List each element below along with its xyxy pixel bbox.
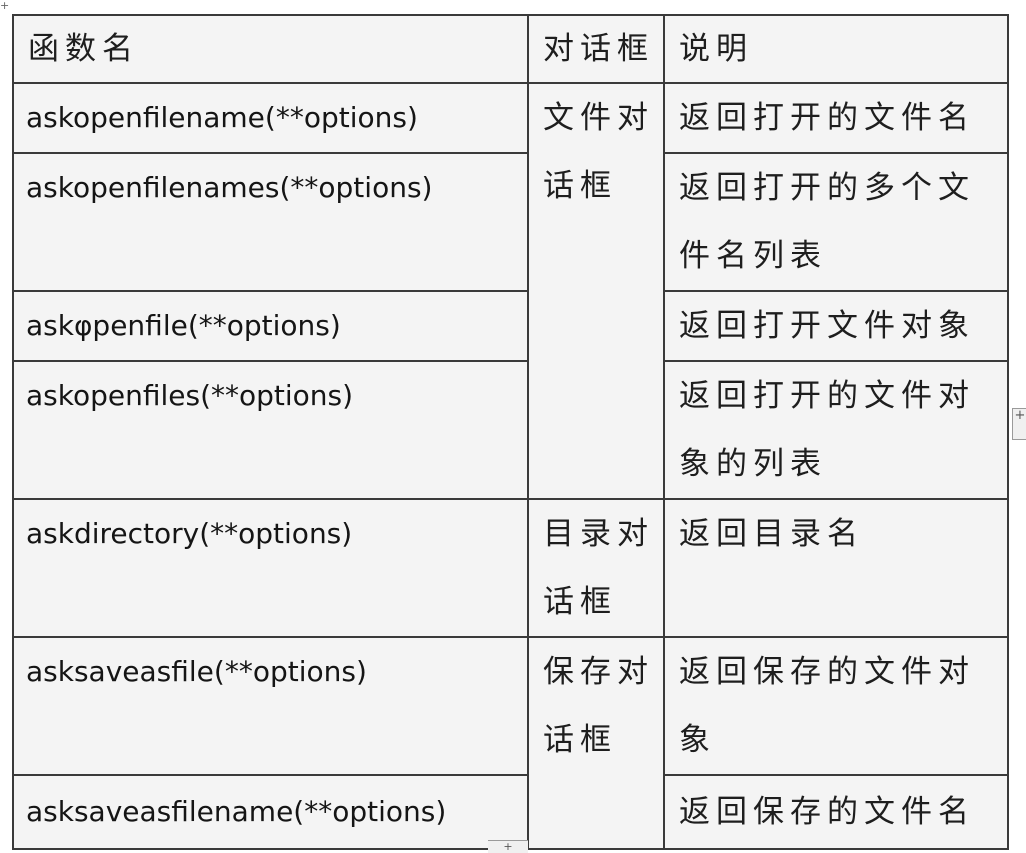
function-name-cell: askopenfilename(**options) bbox=[12, 82, 529, 154]
table-row: askφpenfile(**options) 返回打开文件对象 bbox=[12, 290, 1009, 362]
table-row: askopenfilename(**options) 文件对话框 返回打开的文件… bbox=[12, 82, 1009, 500]
function-name-cell: askopenfiles(**options) bbox=[12, 360, 529, 500]
table-row: askopenfiles(**options) 返回打开的文件对象的列表 bbox=[12, 360, 1009, 500]
function-table: 函数名 对话框 说明 askopenfilename(**options) 文件… bbox=[12, 14, 1009, 850]
header-dialog: 对话框 bbox=[527, 14, 665, 84]
description-cell: 返回打开的文件对象的列表 bbox=[663, 360, 1009, 500]
function-name-cell: askdirectory(**options) bbox=[12, 498, 529, 638]
function-name-cell: asksaveasfilename(**options) bbox=[12, 774, 529, 850]
header-description: 说明 bbox=[663, 14, 1009, 84]
table-row: asksaveasfile(**options) 保存对话框 返回保存的文件对象 bbox=[12, 636, 1009, 850]
row-insert-handle-icon[interactable]: + bbox=[1012, 408, 1026, 440]
description-cell: 返回保存的文件名 bbox=[663, 774, 1009, 850]
table-row: asksaveasfilename(**options) 返回保存的文件名 bbox=[12, 774, 1009, 850]
function-name-cell: askφpenfile(**options) bbox=[12, 290, 529, 362]
table-row: askdirectory(**options) 目录对话框 返回目录名 bbox=[12, 498, 1009, 638]
function-name-cell: askopenfilenames(**options) bbox=[12, 152, 529, 292]
table-header-row: 函数名 对话框 说明 bbox=[12, 14, 1009, 84]
header-function-name: 函数名 bbox=[12, 14, 529, 84]
corner-handle-icon[interactable]: + bbox=[0, 0, 10, 12]
column-insert-handle-icon[interactable]: + bbox=[488, 840, 528, 853]
dialog-group-cell: 目录对话框 bbox=[527, 498, 665, 638]
description-cell: 返回打开的多个文件名列表 bbox=[663, 152, 1009, 292]
function-name-cell: asksaveasfile(**options) bbox=[12, 636, 529, 776]
dialog-group-cell: 文件对话框 bbox=[527, 82, 665, 500]
description-cell: 返回目录名 bbox=[663, 498, 1009, 638]
description-cell: 返回打开的文件名 bbox=[663, 82, 1009, 154]
description-cell: 返回打开文件对象 bbox=[663, 290, 1009, 362]
description-cell: 返回保存的文件对象 bbox=[663, 636, 1009, 776]
table-row: askopenfilenames(**options) 返回打开的多个文件名列表 bbox=[12, 152, 1009, 292]
dialog-group-cell: 保存对话框 bbox=[527, 636, 665, 850]
